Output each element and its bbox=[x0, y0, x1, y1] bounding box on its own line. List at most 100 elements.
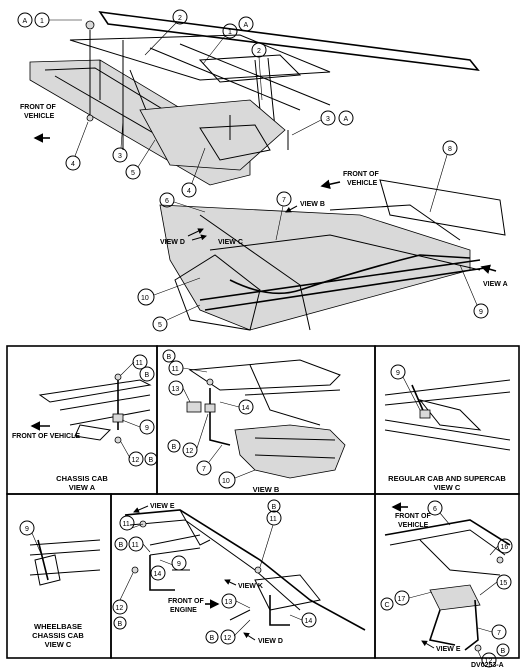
callout-11-e3: 11 bbox=[270, 516, 277, 523]
callout-12-e: 12 bbox=[116, 605, 124, 612]
callout-12-a: 12 bbox=[132, 457, 140, 464]
callout-B-e3: B bbox=[272, 504, 277, 511]
svg-text:10: 10 bbox=[141, 295, 149, 302]
callout-7-f: 7 bbox=[497, 630, 501, 637]
callout-16-f: 16 bbox=[501, 544, 509, 551]
callout-B-e4: B bbox=[210, 635, 215, 642]
svg-text:5: 5 bbox=[158, 322, 162, 329]
caption-d-3: VIEW C bbox=[45, 640, 72, 649]
panel-c-content: 9 REGULAR CAB AND SUPERCAB VIEW C bbox=[384, 364, 511, 492]
callout-2-right: 2 bbox=[251, 42, 267, 101]
callout-9-a: 9 bbox=[145, 425, 149, 432]
callout-2-top: 2 bbox=[144, 9, 188, 56]
callout-B-e2: B bbox=[118, 621, 123, 628]
caption-a-2: VIEW A bbox=[69, 483, 96, 492]
view-d-label: VIEW D bbox=[160, 239, 185, 246]
figure-id: DV0253-A bbox=[471, 662, 504, 669]
callout-11-a: 11 bbox=[136, 360, 143, 367]
front-of-vehicle-label-left: FRONT OF bbox=[20, 104, 56, 111]
panel-view-a bbox=[6, 345, 158, 495]
callout-10-top: 10 bbox=[137, 277, 201, 306]
callout-12-e2: 12 bbox=[224, 635, 232, 642]
view-a-label: VIEW A bbox=[483, 281, 508, 288]
svg-text:2: 2 bbox=[178, 15, 182, 22]
view-e-label-panel: VIEW E bbox=[150, 503, 175, 510]
front-of-vehicle-f2: VEHICLE bbox=[398, 522, 429, 529]
caption-c-1: REGULAR CAB AND SUPERCAB bbox=[388, 474, 506, 483]
callout-17-f: 17 bbox=[398, 596, 406, 603]
panel-view-e-right bbox=[374, 493, 520, 659]
svg-text:1: 1 bbox=[228, 29, 232, 36]
callout-9-top: 9 bbox=[459, 264, 489, 319]
svg-text:7: 7 bbox=[282, 197, 286, 204]
svg-text:9: 9 bbox=[479, 309, 483, 316]
front-of-engine-1: FRONT OF bbox=[168, 598, 204, 605]
view-b-label: VIEW B bbox=[300, 201, 325, 208]
callout-B-b2: B bbox=[172, 444, 177, 451]
view-c-label: VIEW C bbox=[218, 239, 243, 246]
svg-text:A: A bbox=[244, 22, 249, 29]
caption-a-1: CHASSIS CAB bbox=[56, 474, 108, 483]
svg-text:3: 3 bbox=[326, 116, 330, 123]
callout-14-b: 14 bbox=[242, 405, 250, 412]
panel-b-content: B 11 13 B 12 14 7 10 VIEW B bbox=[162, 349, 346, 494]
panel-f-content: FRONT OF VEHICLE VIEW E 6 16 15 C 17 7 B… bbox=[380, 500, 513, 668]
callout-A-1: A 1 bbox=[17, 12, 82, 28]
front-of-vehicle-label-right-2: VEHICLE bbox=[347, 180, 378, 187]
view-k-label: VIEW K bbox=[238, 583, 263, 590]
callout-7-b: 7 bbox=[202, 466, 206, 473]
caption-d-1: WHEELBASE bbox=[34, 622, 82, 631]
callout-6-top: 6 bbox=[159, 192, 206, 213]
callout-5-top: 5 bbox=[125, 139, 156, 180]
callout-B-b1: B bbox=[167, 354, 172, 361]
svg-text:A: A bbox=[344, 116, 349, 123]
svg-text:4: 4 bbox=[71, 161, 75, 168]
panel-a-content: FRONT OF VEHICLE 11 B 9 12 B CHASSIS CAB… bbox=[12, 354, 158, 492]
view-d-label-panel: VIEW D bbox=[258, 638, 283, 645]
svg-text:6: 6 bbox=[165, 198, 169, 205]
top-assembly-view: FRONT OF VEHICLE A 1 2 1 A 2 3 A 4 bbox=[17, 9, 480, 198]
callout-13-b: 13 bbox=[172, 386, 180, 393]
callout-10-b: 10 bbox=[222, 478, 230, 485]
callout-11-e1: 11 bbox=[123, 521, 130, 528]
caption-d-2: CHASSIS CAB bbox=[32, 631, 84, 640]
svg-text:1: 1 bbox=[40, 18, 44, 25]
caption-c-2: VIEW C bbox=[434, 483, 461, 492]
callout-6-f: 6 bbox=[433, 506, 437, 513]
callout-9-d: 9 bbox=[25, 526, 29, 533]
callout-3-left: 3 bbox=[112, 119, 128, 163]
callout-7-top: 7 bbox=[275, 191, 292, 241]
callout-B-a2: B bbox=[149, 457, 154, 464]
callout-B-e1: B bbox=[119, 542, 124, 549]
svg-text:2: 2 bbox=[257, 48, 261, 55]
front-of-vehicle-f1: FRONT OF bbox=[395, 513, 431, 520]
front-of-vehicle-label-left-2: VEHICLE bbox=[24, 113, 55, 120]
svg-text:4: 4 bbox=[187, 188, 191, 195]
callout-11-b: 11 bbox=[172, 366, 179, 373]
svg-text:8: 8 bbox=[448, 146, 452, 153]
svg-text:3: 3 bbox=[118, 153, 122, 160]
callout-3A: 3 A bbox=[291, 110, 354, 136]
front-of-vehicle-label-right: FRONT OF bbox=[343, 171, 379, 178]
panel-d-content: 9 WHEELBASE CHASSIS CAB VIEW C bbox=[19, 520, 101, 649]
callout-11-e2: 11 bbox=[132, 542, 139, 549]
callout-9-c: 9 bbox=[396, 370, 400, 377]
callout-4-mid: 4 bbox=[181, 147, 206, 198]
callout-4-left: 4 bbox=[65, 121, 89, 171]
callout-14-e1: 14 bbox=[154, 571, 162, 578]
callout-5-chassis: 5 bbox=[152, 304, 201, 332]
panel-e-content: VIEW E VIEW K VIEW D FRONT OF ENGINE 11 … bbox=[112, 499, 366, 645]
callout-9-e: 9 bbox=[177, 561, 181, 568]
view-e-label-f: VIEW E bbox=[436, 646, 461, 653]
callout-1A-top: 1 A bbox=[202, 16, 254, 65]
front-of-engine-2: ENGINE bbox=[170, 607, 197, 614]
callout-14-e2: 14 bbox=[305, 618, 313, 625]
svg-text:A: A bbox=[23, 18, 28, 25]
front-of-vehicle-a: FRONT OF VEHICLE bbox=[12, 433, 80, 440]
callout-15-f: 15 bbox=[500, 580, 508, 587]
front-arrow-icon bbox=[320, 179, 341, 189]
chassis-view: FRONT OF VEHICLE VIEW B VIEW D VIEW C VI… bbox=[137, 140, 508, 332]
callout-12-b: 12 bbox=[186, 448, 194, 455]
callout-13-e: 13 bbox=[225, 599, 233, 606]
